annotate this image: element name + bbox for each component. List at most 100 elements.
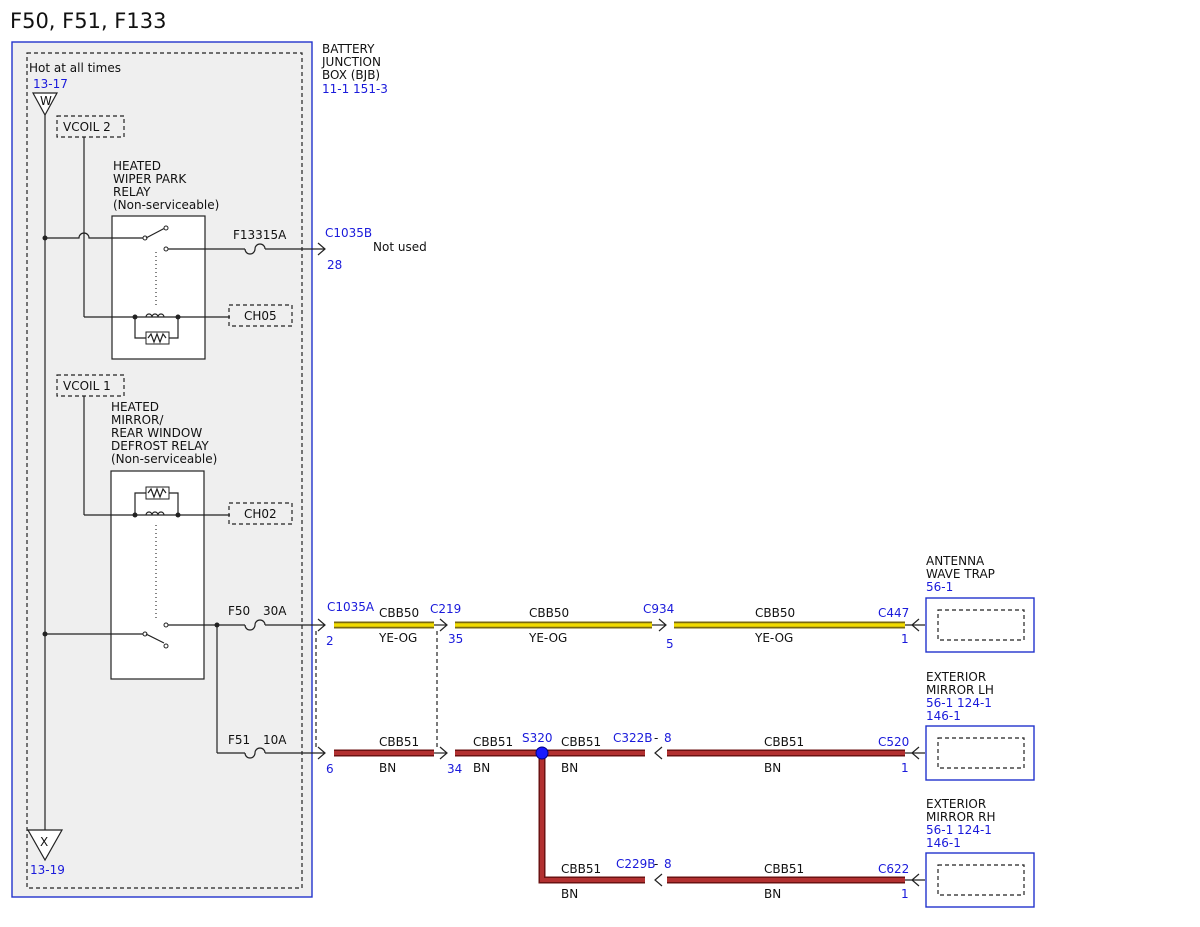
s320-label: S320 bbox=[522, 731, 553, 745]
vcoil2-box bbox=[56, 115, 125, 138]
c934-connector-icon bbox=[658, 618, 667, 632]
s320-branch-wire bbox=[540, 753, 645, 882]
lh-mirror-box bbox=[925, 725, 1035, 781]
ch02-box bbox=[228, 502, 293, 525]
bjb-label-line2: JUNCTION bbox=[321, 55, 381, 69]
bjb-refs: 11-1 151-3 bbox=[322, 82, 388, 96]
c1035a-connector-top-icon bbox=[317, 618, 326, 632]
yeog-label-1: YE-OG bbox=[378, 631, 417, 645]
ch02-label: CH02 bbox=[244, 507, 277, 521]
c520-connector-icon bbox=[911, 746, 920, 760]
lh-mirror-ref-1: 56-1 124-1 bbox=[926, 696, 992, 710]
antenna-label-1: ANTENNA bbox=[926, 554, 985, 568]
mirror-resistor-zigzag bbox=[147, 487, 167, 499]
mirror-switch-arm bbox=[145, 633, 165, 644]
x-letter: X bbox=[40, 835, 48, 849]
antenna-ref: 56-1 bbox=[926, 580, 953, 594]
vcoil1-label: VCOIL 1 bbox=[63, 379, 111, 393]
wiper-switch-arm bbox=[145, 227, 166, 239]
mirror-relay-label-1: HEATED bbox=[111, 400, 159, 414]
c219-pin-top: 35 bbox=[448, 632, 463, 646]
bn-label-4: BN bbox=[764, 761, 781, 775]
wiper-coil-icon bbox=[145, 313, 165, 318]
cbb51-label-6: CBB51 bbox=[764, 862, 804, 876]
bn-label-3: BN bbox=[561, 761, 578, 775]
c322b-pin: 8 bbox=[664, 731, 672, 745]
s320-splice-icon bbox=[535, 746, 549, 760]
yeog-label-3: YE-OG bbox=[754, 631, 793, 645]
c934-label: C934 bbox=[643, 602, 674, 616]
cbb51-label-1: CBB51 bbox=[379, 735, 419, 749]
c1035b-connector-icon bbox=[317, 242, 326, 256]
wiper-switch-contact-no bbox=[163, 246, 169, 252]
bjb-label-line1: BATTERY bbox=[322, 42, 375, 56]
rh-mirror-ref-2: 146-1 bbox=[926, 836, 961, 850]
c229b-pin: 8 bbox=[664, 857, 672, 871]
cbb51-label-2: CBB51 bbox=[473, 735, 513, 749]
page-title: F50, F51, F133 bbox=[10, 9, 166, 33]
wiper-switch-contact-nc bbox=[163, 225, 169, 231]
w-letter: W bbox=[40, 94, 52, 108]
c520-pin: 1 bbox=[901, 761, 909, 775]
ch05-box bbox=[228, 304, 293, 327]
f50-label: F50 bbox=[228, 604, 250, 618]
mirror-relay-box bbox=[110, 470, 205, 680]
lh-mirror-label-1: EXTERIOR bbox=[926, 670, 986, 684]
rh-mirror-label-2: MIRROR RH bbox=[926, 810, 996, 824]
bn-label-6: BN bbox=[764, 887, 781, 901]
ch05-label: CH05 bbox=[244, 309, 277, 323]
f50-amp: 30A bbox=[263, 604, 287, 618]
x-triangle-icon bbox=[26, 829, 64, 862]
c229b-connector-icon bbox=[654, 873, 663, 887]
rh-mirror-ref-1: 56-1 124-1 bbox=[926, 823, 992, 837]
rh-mirror-inner-dashed bbox=[937, 864, 1025, 896]
bjb-label-line3: BOX (BJB) bbox=[322, 68, 380, 82]
c520-label: C520 bbox=[878, 735, 909, 749]
lh-mirror-label-2: MIRROR LH bbox=[926, 683, 994, 697]
c447-connector-icon bbox=[911, 618, 920, 632]
mirror-relay-label-4: DEFROST RELAY bbox=[111, 439, 209, 453]
c229b-label: C229B bbox=[616, 857, 656, 871]
mirror-switch-contact-nc bbox=[163, 643, 169, 649]
c447-pin: 1 bbox=[901, 632, 909, 646]
mirror-resistor-leads bbox=[134, 492, 179, 515]
cbb51-label-4: CBB51 bbox=[764, 735, 804, 749]
c219-pin-bottom: 34 bbox=[447, 762, 462, 776]
c1035a-connector-bottom-icon bbox=[317, 746, 326, 760]
hot-at-all-times-label: Hot at all times bbox=[29, 61, 121, 75]
bn-label-5: BN bbox=[561, 887, 578, 901]
c219-connector-bottom-icon bbox=[439, 746, 448, 760]
c219-connector-top-icon bbox=[439, 618, 448, 632]
antenna-label-2: WAVE TRAP bbox=[926, 567, 995, 581]
f133-fuse-icon bbox=[244, 243, 266, 255]
wiper-resistor-zigzag bbox=[147, 332, 167, 344]
c219-label: C219 bbox=[430, 602, 461, 616]
c1035b-pin: 28 bbox=[327, 258, 342, 272]
lh-mirror-inner-dashed bbox=[937, 737, 1025, 769]
c1035a-pin-bottom: 6 bbox=[326, 762, 334, 776]
rh-mirror-box bbox=[925, 852, 1035, 908]
rh-mirror-label-1: EXTERIOR bbox=[926, 797, 986, 811]
c622-pin: 1 bbox=[901, 887, 909, 901]
antenna-wave-trap-box bbox=[925, 597, 1035, 653]
vcoil1-box bbox=[56, 374, 125, 397]
f51-amp: 10A bbox=[263, 733, 287, 747]
yeog-label-2: YE-OG bbox=[528, 631, 567, 645]
c229b-dash: - bbox=[654, 857, 658, 871]
f51-label: F51 bbox=[228, 733, 250, 747]
f133-label: F13315A bbox=[233, 228, 287, 242]
c322b-connector-icon bbox=[654, 746, 663, 760]
cbb51-label-5: CBB51 bbox=[561, 862, 601, 876]
bn-label-1: BN bbox=[379, 761, 396, 775]
not-used-label: Not used bbox=[373, 240, 427, 254]
cbb50-label-1: CBB50 bbox=[379, 606, 419, 620]
wiper-resistor-leads bbox=[134, 317, 179, 339]
wiper-relay-label-4: (Non-serviceable) bbox=[113, 198, 219, 212]
mirror-relay-label-2: MIRROR/ bbox=[111, 413, 164, 427]
cbb50-label-3: CBB50 bbox=[755, 606, 795, 620]
c1035a-pin-top: 2 bbox=[326, 634, 334, 648]
antenna-inner-dashed bbox=[937, 609, 1025, 641]
cbb50-label-2: CBB50 bbox=[529, 606, 569, 620]
vcoil2-label: VCOIL 2 bbox=[63, 120, 111, 134]
